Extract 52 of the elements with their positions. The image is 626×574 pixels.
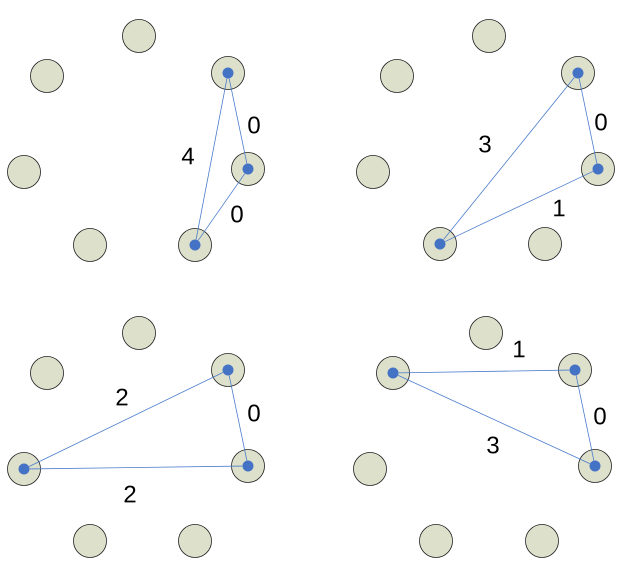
dot	[190, 240, 200, 250]
circle	[353, 452, 387, 486]
dot	[242, 164, 254, 174]
circle	[356, 155, 390, 189]
edge-label: 0	[592, 406, 608, 426]
circle	[525, 524, 559, 558]
edge-label: 1	[551, 198, 567, 218]
dot	[434, 238, 446, 250]
dot	[590, 460, 600, 472]
connector-line	[28, 372, 224, 467]
edge-label: 4	[180, 146, 196, 166]
circle	[122, 19, 156, 53]
edge-label: 2	[114, 388, 130, 406]
connector-line	[198, 173, 246, 241]
connector-line	[443, 77, 575, 240]
dot	[242, 460, 254, 472]
circle	[73, 524, 107, 558]
edge-label: 3	[477, 134, 493, 154]
edge-label: 2	[122, 484, 138, 504]
circle	[30, 356, 64, 390]
connector-line	[576, 375, 594, 461]
edge-label: 0	[229, 204, 245, 224]
edge-label: 1	[511, 340, 527, 358]
connector-line	[29, 466, 243, 470]
circle	[73, 228, 107, 262]
dot	[222, 68, 234, 78]
circle	[469, 316, 503, 350]
circle	[419, 524, 453, 558]
edge-label: 3	[485, 436, 501, 454]
connector-line	[228, 375, 248, 461]
edge-label: 0	[246, 404, 262, 422]
circle	[122, 316, 156, 350]
circle	[472, 19, 506, 53]
dot	[570, 364, 580, 376]
dot	[18, 464, 30, 474]
edge-label: 0	[246, 116, 262, 134]
circle	[528, 227, 562, 261]
connector-line	[228, 78, 248, 164]
circle	[380, 59, 414, 93]
connector-line	[578, 78, 598, 164]
dot	[592, 164, 604, 174]
connector-line	[398, 374, 590, 464]
circle	[178, 524, 212, 558]
dot	[388, 368, 398, 378]
circle	[7, 155, 41, 189]
edge-label: 0	[593, 112, 609, 132]
dot	[222, 364, 234, 376]
connector-line	[398, 370, 570, 374]
connector-line	[444, 171, 594, 242]
connector-line	[196, 78, 228, 240]
dot	[572, 68, 584, 78]
circle	[30, 59, 64, 93]
